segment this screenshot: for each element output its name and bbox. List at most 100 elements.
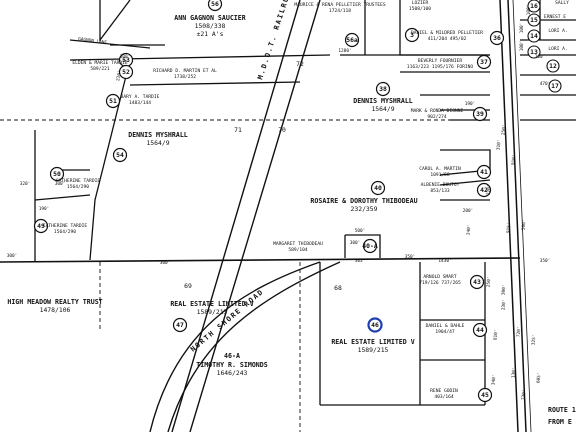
owner-name: BARY A. TARDIE xyxy=(121,94,160,100)
parcel-marker[interactable] xyxy=(33,218,49,234)
dimension-label: 100' xyxy=(519,23,525,34)
parcel-marker[interactable] xyxy=(527,13,541,27)
parcel-marker[interactable] xyxy=(367,317,383,333)
owner-name: DANIEL & DAHLE xyxy=(426,323,465,329)
parcel-number: 40-A xyxy=(362,242,378,250)
owner-name: DENNIS MYSHRALL xyxy=(128,131,188,139)
dimension-label: 810' xyxy=(493,329,500,340)
owner-name: MAURICE & RENA PELLETIER TRUSTEES xyxy=(294,2,386,8)
owner-name: REAL ESTATE LIMITED V xyxy=(331,338,414,346)
lot-number: 68 xyxy=(334,284,342,292)
parcel-marker[interactable] xyxy=(469,274,485,290)
deed-reference: 232/359 xyxy=(351,205,378,213)
deed-reference: 902/274 xyxy=(427,114,447,120)
parcel-marker[interactable] xyxy=(370,180,386,196)
dimension-label: 350' xyxy=(540,258,551,264)
deed-reference: 719/126 737/265 xyxy=(419,280,461,286)
parcel-number: 37 xyxy=(480,58,488,66)
parcel-marker[interactable] xyxy=(207,0,223,12)
parcel-number: 43 xyxy=(473,278,481,286)
parcel-marker[interactable] xyxy=(344,32,360,48)
parcel-number: 47 xyxy=(176,321,184,329)
parcel-line xyxy=(129,81,301,86)
parcel-line xyxy=(69,54,331,61)
dimension-label: 200' xyxy=(463,208,474,214)
parcel-line xyxy=(89,59,131,261)
dimension-label: 250' xyxy=(501,124,508,135)
dimension-label: 220' xyxy=(486,184,493,195)
deed-reference: 411/204 495/02 xyxy=(428,36,467,42)
dimension-label: 1280' xyxy=(338,48,351,54)
parcel-marker[interactable] xyxy=(404,27,420,43)
dashed-lines xyxy=(0,119,460,432)
owner-name: CATHERINE TARDIE xyxy=(43,223,87,229)
dimension-label: 1430' xyxy=(438,258,451,264)
parcel-marker[interactable] xyxy=(527,45,541,59)
parcel-marker[interactable] xyxy=(172,317,188,333)
deed-reference: 1564/9 xyxy=(146,139,169,147)
owner-name: MARGARET THIBODEAU xyxy=(273,241,323,247)
owner-name: ARNOLD SMART xyxy=(423,274,456,280)
parcel-number: 51 xyxy=(109,97,117,105)
parcel-line xyxy=(34,194,91,201)
parcel-marker[interactable] xyxy=(527,0,541,13)
deed-reference: 1478/106 xyxy=(40,306,71,314)
parcel-number: 13 xyxy=(530,48,538,56)
dimension-label: 190' xyxy=(465,101,476,107)
parcel-marker[interactable] xyxy=(476,164,492,180)
parcel-number: 17 xyxy=(551,82,559,90)
deed-reference: 589/104 xyxy=(288,247,308,253)
parcel-marker[interactable] xyxy=(362,238,378,254)
parcel-marker[interactable] xyxy=(105,93,121,109)
deed-reference: 403/164 xyxy=(434,394,454,400)
parcel-marker[interactable] xyxy=(548,79,562,93)
dimension-label: 500' xyxy=(355,228,366,234)
parcel-number: 14 xyxy=(530,32,538,40)
dimension-label: 340' xyxy=(491,374,498,385)
parcel-number: 53 xyxy=(122,56,130,64)
deed-reference: 1163/223 1195/176 FORINO xyxy=(407,64,474,70)
owner-name: DANIEL & MILDRED PELLETIER xyxy=(411,30,483,36)
parcel-number: 54 xyxy=(116,151,124,159)
parcel-marker[interactable] xyxy=(489,30,505,46)
dimension-label: 190' xyxy=(39,206,50,212)
dimension-label: 220' xyxy=(115,70,123,81)
parcel-number: 41 xyxy=(480,168,488,176)
parcel-marker[interactable] xyxy=(477,387,493,403)
parcel-number: 3 xyxy=(410,31,414,39)
from-label: FROM E xyxy=(548,418,572,426)
parcel-number: 12 xyxy=(549,62,557,70)
deed-reference: 1564/290 xyxy=(67,184,89,190)
parcel-marker[interactable] xyxy=(527,29,541,43)
parcel-line xyxy=(439,179,491,186)
route-line xyxy=(512,0,532,432)
dimension-label: 300' xyxy=(501,284,508,295)
parcel-marker[interactable] xyxy=(118,64,134,80)
parcel-marker[interactable] xyxy=(375,81,391,97)
parcel-marker[interactable] xyxy=(546,59,560,73)
deed-reference: 1589/215 xyxy=(358,346,389,354)
dimension-label: 300' xyxy=(535,54,546,60)
parcel-line xyxy=(99,0,131,42)
dimension-label: 230' xyxy=(501,299,508,310)
railroad-line xyxy=(171,0,301,432)
owner-name: RENE GODIN xyxy=(430,388,458,394)
deed-reference: 1508/100 xyxy=(409,6,431,12)
parcel-marker[interactable] xyxy=(476,182,492,198)
deed-reference: 1904/47 xyxy=(435,329,455,335)
parcel-marker[interactable] xyxy=(49,166,65,182)
parcel-marker[interactable] xyxy=(472,322,488,338)
dimension-label: 300' xyxy=(7,253,18,259)
deed-reference: 589/221 xyxy=(90,66,110,72)
deed-reference: 1646/243 xyxy=(217,369,248,377)
dimension-label: 310' xyxy=(496,139,503,150)
parcel-marker[interactable] xyxy=(476,54,492,70)
owner-name: BEVERLY FOURNIER xyxy=(418,58,462,64)
adjacent-owner: ERNEST E xyxy=(544,14,566,20)
gagnon-lane-label: GAGNON LANE xyxy=(78,36,108,46)
dimension-label: 300' xyxy=(350,240,361,246)
parcel-marker[interactable] xyxy=(112,147,128,163)
parcel-marker[interactable] xyxy=(472,106,488,122)
